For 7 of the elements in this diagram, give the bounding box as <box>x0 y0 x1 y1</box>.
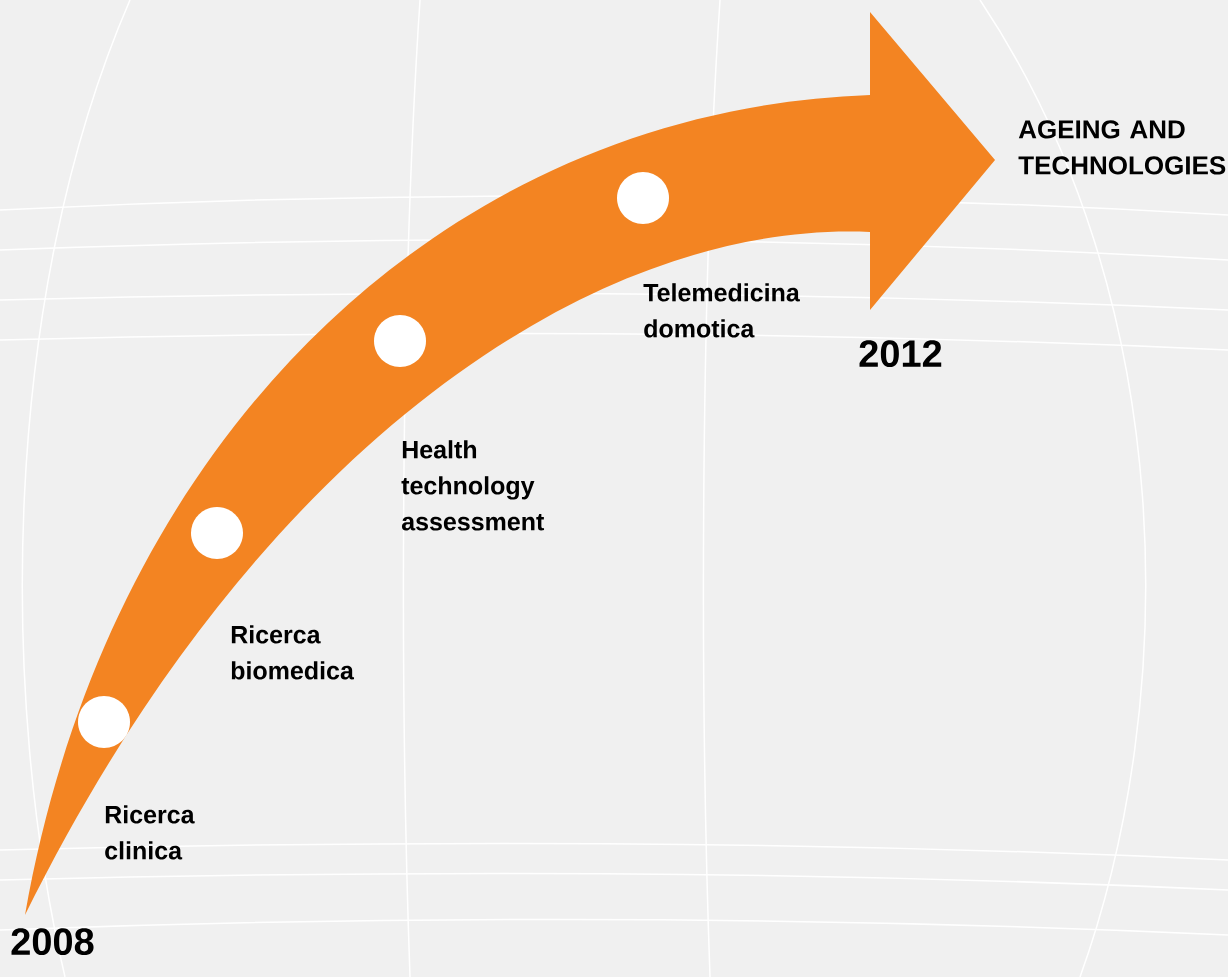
milestone-label: Telemedicina domotica <box>643 283 800 338</box>
year-label: 2008 <box>11 928 94 956</box>
milestone-label: Ricerca clinica <box>105 805 195 860</box>
year-label: 2012 <box>859 340 942 368</box>
milestone-label: Health technology assessment <box>401 440 544 531</box>
arrow-end-label: AGEING AND TECHNOLOGIES <box>1018 120 1226 175</box>
milestone-label: Ricerca biomedica <box>231 625 354 680</box>
